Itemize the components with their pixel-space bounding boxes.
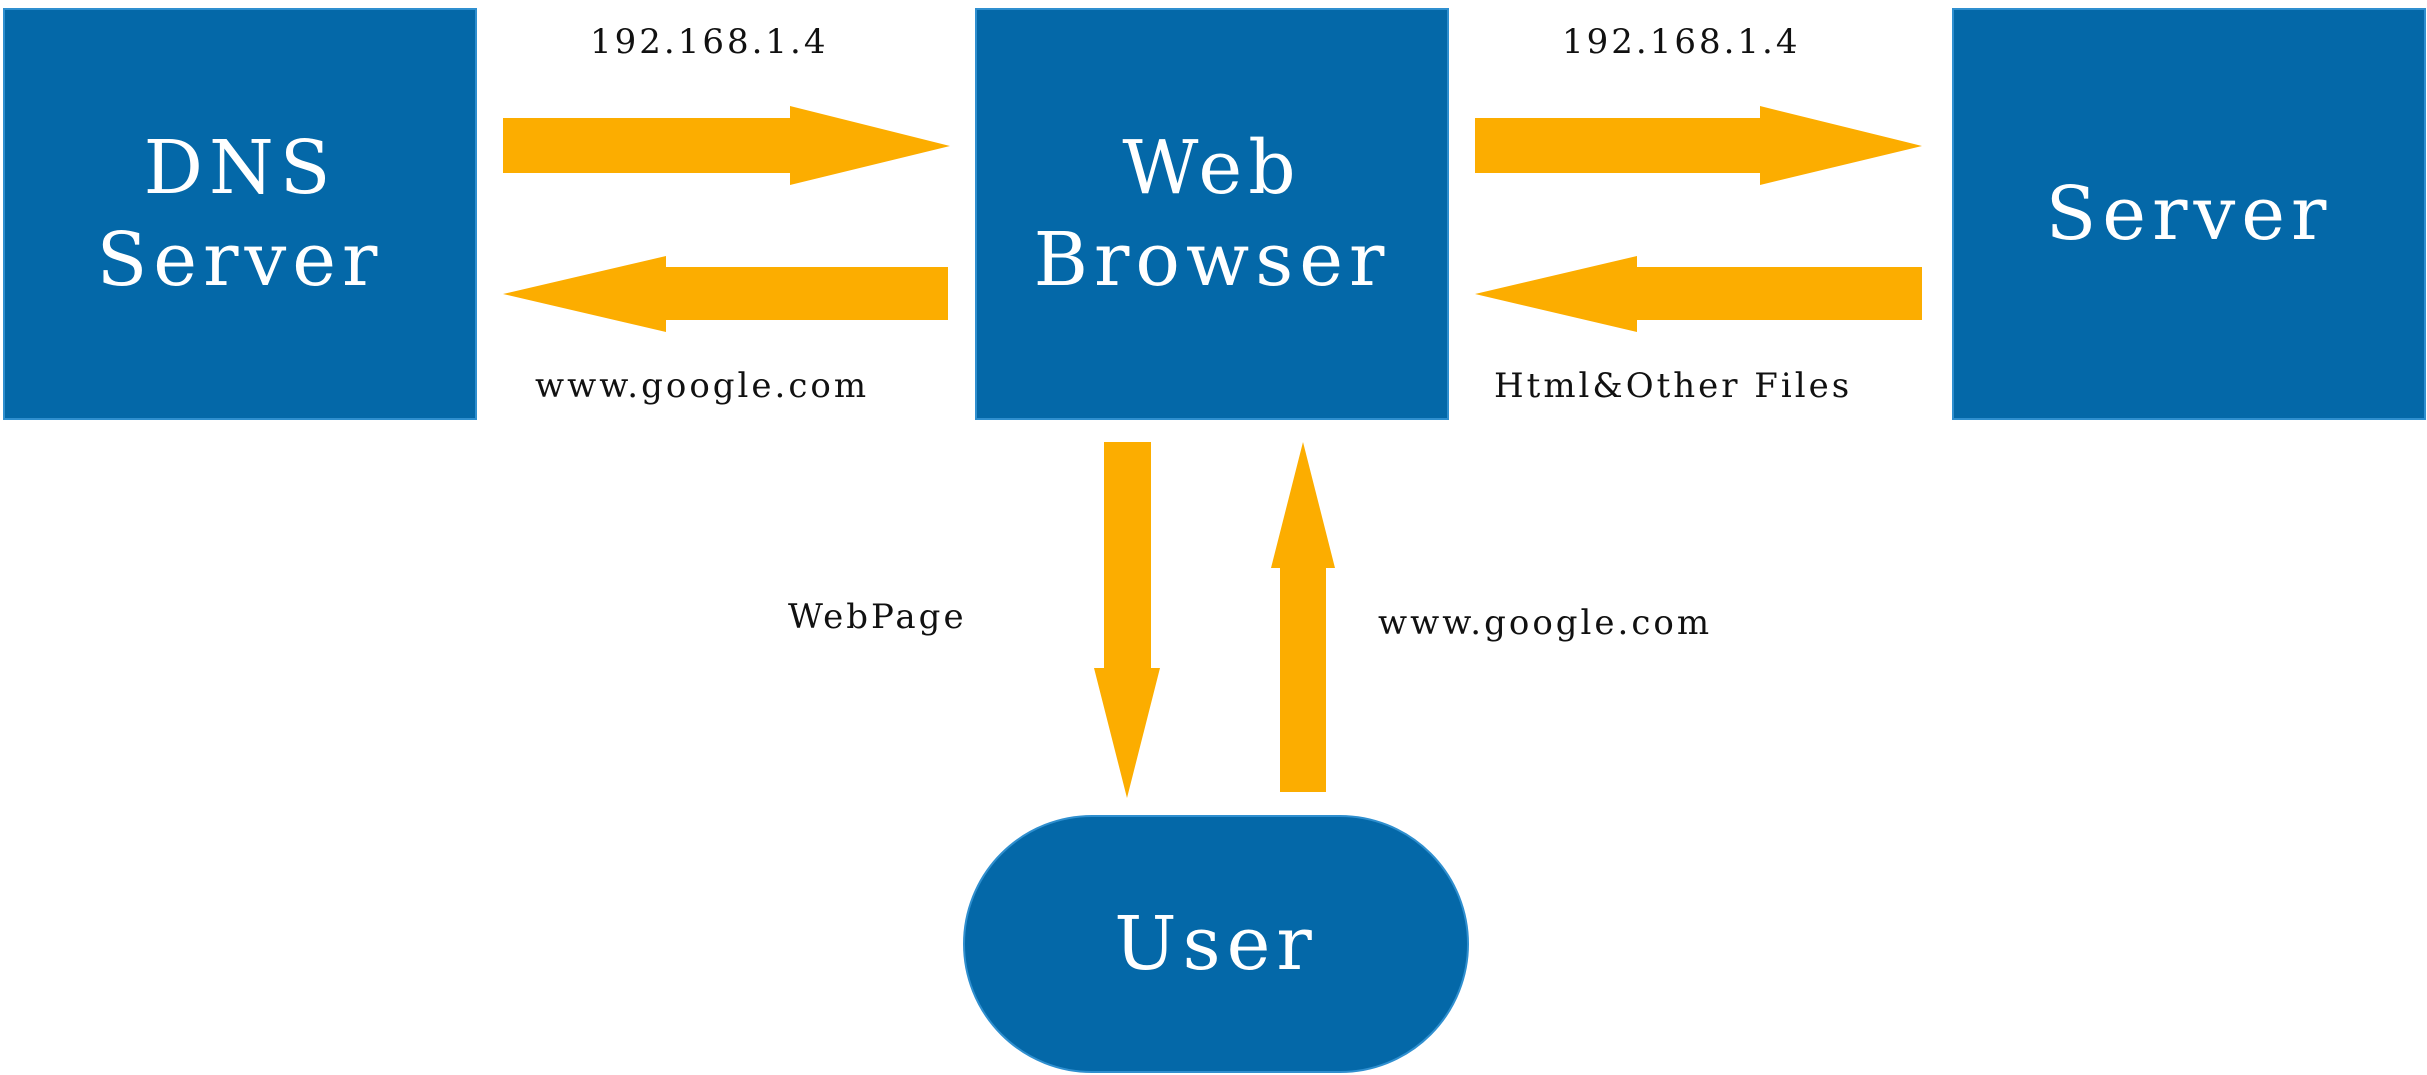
edge-label-dns-to-browser: 192.168.1.4 <box>590 22 829 62</box>
edge-label-server-to-browser: Html&Other Files <box>1494 366 1853 406</box>
dns-server-label-line2: Server <box>96 217 384 303</box>
user-label: User <box>1114 900 1318 987</box>
web-browser-node: Web Browser <box>975 8 1449 420</box>
dns-server-node: DNS Server <box>3 8 477 420</box>
server-node: Server <box>1952 8 2426 420</box>
web-browser-label-line1: Web <box>1122 124 1302 211</box>
dns-server-label-line1: DNS <box>143 124 337 211</box>
edge-label-browser-to-user: WebPage <box>788 597 967 637</box>
edge-label-browser-to-dns: www.google.com <box>535 366 870 406</box>
edge-label-user-to-browser: www.google.com <box>1378 603 1713 643</box>
arrow-server-to-browser <box>1475 256 1922 332</box>
edge-label-browser-to-server: 192.168.1.4 <box>1562 22 1801 62</box>
user-node: User <box>963 815 1469 1073</box>
arrow-browser-to-dns <box>503 256 948 332</box>
arrow-dns-to-browser <box>503 106 950 185</box>
server-label: Server <box>2045 170 2333 257</box>
arrow-browser-to-server <box>1475 106 1922 185</box>
arrow-user-to-browser <box>1271 442 1335 792</box>
web-browser-label-line2: Browser <box>1033 217 1391 303</box>
arrow-browser-to-user <box>1094 442 1160 798</box>
